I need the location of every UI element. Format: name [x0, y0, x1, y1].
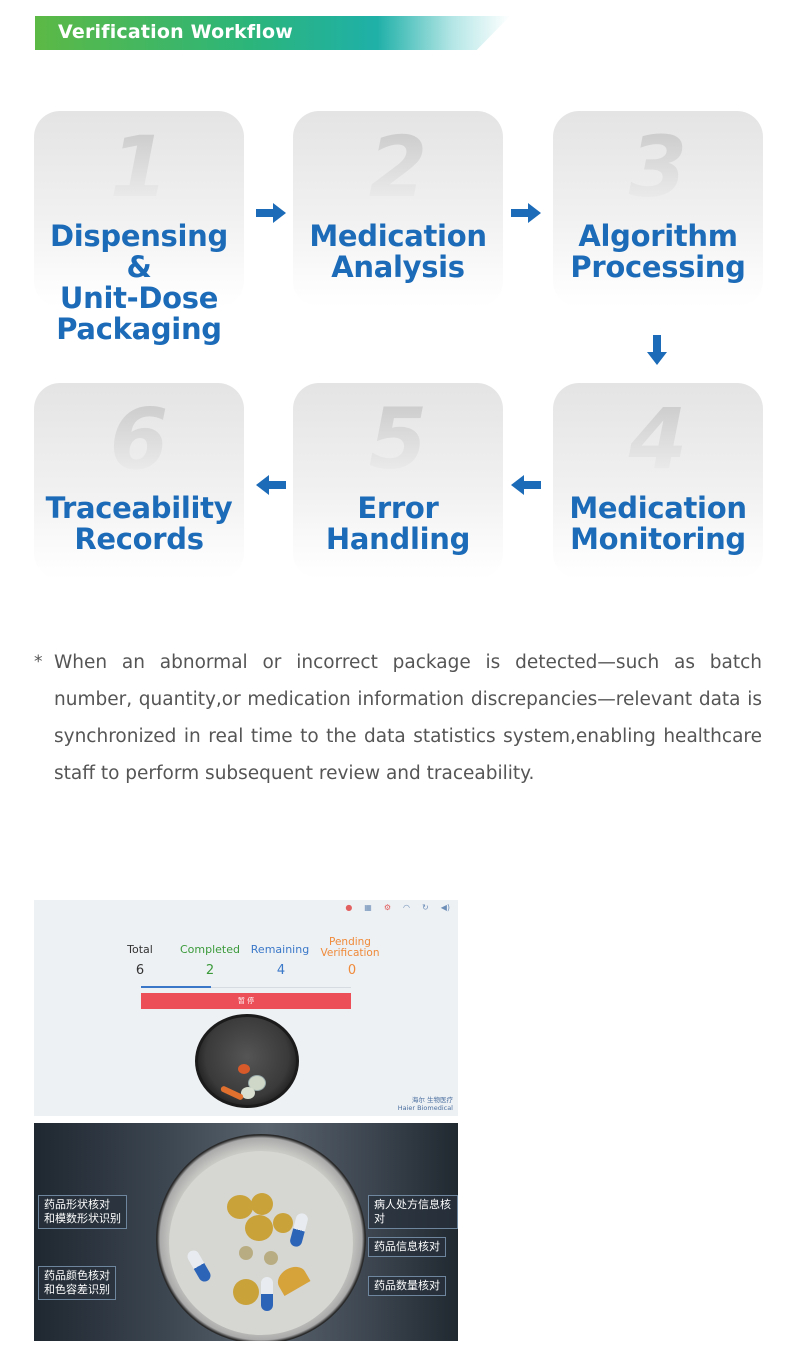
step-title: Algorithm Processing [553, 221, 763, 283]
step-title-line: Packaging [56, 312, 222, 346]
workflow-step-3: 3 Algorithm Processing [553, 111, 763, 307]
status-bar: ● ▦ ⚙ ◠ ↻ ◀) [345, 903, 450, 912]
progress-bar [141, 986, 211, 988]
stat-label-total: Total [127, 943, 153, 956]
arrow-right-icon [511, 203, 541, 223]
step-title-line: Medication [309, 219, 487, 253]
brand-cn: 海尔 生物医疗 [411, 1096, 453, 1104]
step-title-line: Traceability [45, 491, 233, 525]
stat-label-pending: Pending Verification [320, 936, 380, 959]
settings-icon: ⚙ [383, 903, 392, 912]
note-marker: * [34, 652, 43, 672]
step-number: 3 [553, 125, 763, 209]
step-title: Traceability Records [34, 493, 244, 555]
stat-value-completed: 2 [205, 963, 215, 978]
workflow-step-5: 5 Error Handling [293, 383, 503, 579]
step-number: 6 [34, 397, 244, 481]
step-title-line: Monitoring [570, 522, 746, 556]
arrow-right-icon [256, 203, 286, 223]
step-number: 2 [293, 125, 503, 209]
note-paragraph: When an abnormal or incorrect package is… [54, 652, 762, 784]
overlay-label-prescription: 病人处方信息核对 [368, 1195, 458, 1229]
step-number: 4 [553, 397, 763, 481]
section-title: Verification Workflow [58, 21, 294, 43]
stat-label-remaining: Remaining [250, 943, 310, 956]
step-title-line: Error [357, 491, 439, 525]
brand-en: Haier Biomedical [397, 1104, 453, 1112]
workflow-step-2: 2 Medication Analysis [293, 111, 503, 307]
stat-value-pending: 0 [347, 963, 357, 978]
app-screen-photo: ● ▦ ⚙ ◠ ↻ ◀) Total 6 Completed 2 Remaini… [34, 900, 458, 1116]
arrow-left-icon [511, 475, 541, 495]
tray-view [169, 1151, 353, 1335]
overlay-label-drug-info: 药品信息核对 [368, 1237, 446, 1257]
step-title: Medication Analysis [293, 221, 503, 283]
arrow-down-icon [647, 335, 667, 365]
refresh-icon: ↻ [422, 903, 429, 912]
step-title-line: Dispensing & [50, 219, 228, 284]
overlay-label-color: 药品颜色核对 和色容差识别 [38, 1266, 116, 1300]
step-title: Dispensing & Unit-Dose Packaging [34, 221, 244, 345]
grid-icon: ▦ [364, 903, 372, 912]
wifi-icon: ◠ [403, 903, 411, 912]
step-title-line: Algorithm [578, 219, 738, 253]
step-title-line: Records [74, 522, 204, 556]
step-number: 5 [293, 397, 503, 481]
volume-icon: ◀) [440, 903, 450, 912]
camera-inspection-photo: 药品形状核对 和模数形状识别 药品颜色核对 和色容差识别 病人处方信息核对 药品… [34, 1123, 458, 1341]
step-title: Error Handling [293, 493, 503, 555]
step-title-line: Processing [570, 250, 746, 284]
brand-logo: 海尔 生物医疗 Haier Biomedical [398, 1096, 453, 1112]
stat-value-total: 6 [135, 963, 145, 978]
step-title: Medication Monitoring [553, 493, 763, 555]
medication-tray-image [195, 1014, 299, 1108]
workflow-step-1: 1 Dispensing & Unit-Dose Packaging [34, 111, 244, 345]
step-title-line: Medication [569, 491, 747, 525]
overlay-label-shape: 药品形状核对 和模数形状识别 [38, 1195, 127, 1229]
stat-label-completed: Completed [180, 943, 240, 956]
step-title-line: Analysis [331, 250, 465, 284]
workflow-step-6: 6 Traceability Records [34, 383, 244, 579]
step-title-line: Unit-Dose [59, 281, 219, 315]
progress-track [141, 987, 351, 988]
stat-value-remaining: 4 [276, 963, 286, 978]
arrow-left-icon [256, 475, 286, 495]
step-title-line: Handling [325, 522, 471, 556]
step-number: 1 [34, 125, 244, 209]
section-banner [35, 16, 510, 50]
pause-button[interactable]: 暂 停 [141, 993, 351, 1009]
workflow-step-4: 4 Medication Monitoring [553, 383, 763, 579]
alert-icon: ● [345, 903, 353, 912]
overlay-label-quantity: 药品数量核对 [368, 1276, 446, 1296]
